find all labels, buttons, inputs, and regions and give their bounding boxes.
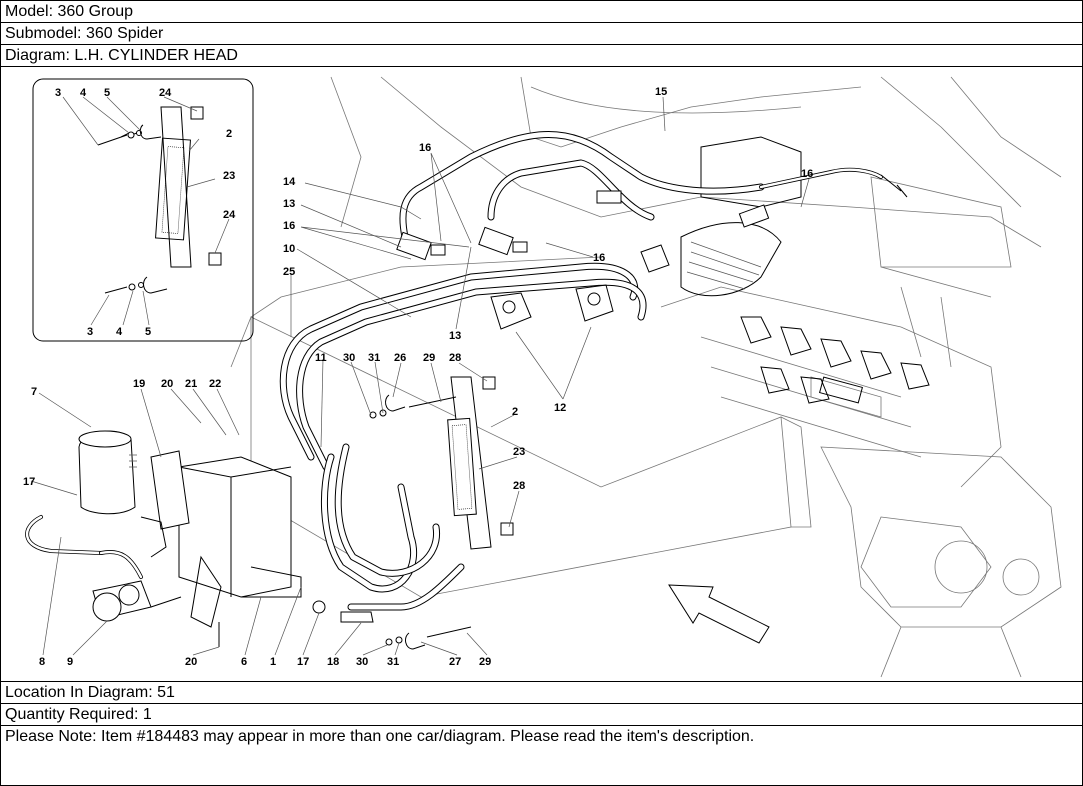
callout-number: 7: [31, 386, 37, 398]
engine-bay-outline: [230, 76, 1062, 678]
quantity-row: Quantity Required: 1: [1, 704, 1082, 726]
callout-number: 20: [161, 378, 173, 390]
leader-lines: [30, 96, 810, 656]
inset-detail: 3 4 5 24 2 23 24 3 4 5: [32, 78, 254, 342]
callout-number: 31: [368, 352, 380, 364]
submodel-row: Submodel: 360 Spider: [1, 23, 1082, 45]
right-bracket: [369, 376, 514, 650]
callout-number: 16: [419, 142, 431, 154]
inset-callout-number: 24: [223, 209, 236, 221]
callout-number: 21: [185, 378, 197, 390]
callout-number: 11: [315, 352, 327, 364]
callout-number: 30: [356, 656, 368, 668]
callout-number: 17: [23, 476, 35, 488]
callout-number: 18: [327, 656, 339, 668]
fuel-valves: [396, 174, 908, 330]
callout-number: 10: [283, 243, 295, 255]
location-row: Location In Diagram: 51: [1, 682, 1082, 704]
inset-callout-number: 5: [104, 87, 110, 99]
callout-number: 15: [655, 86, 667, 98]
engine-block: [640, 136, 930, 404]
callout-number: 28: [513, 480, 525, 492]
callout-number: 8: [39, 656, 45, 668]
callout-number: 16: [283, 220, 295, 232]
callout-number: 17: [297, 656, 309, 668]
exploded-parts-diagram: 3 4 5 24 2 23 24 3 4 5: [1, 67, 1082, 682]
callout-number: 2: [512, 406, 518, 418]
callout-number: 26: [394, 352, 406, 364]
callout-numbers: 15 16 16 14 13 16 16 10 25 13 12 11 30 3…: [23, 86, 813, 668]
inset-callout-number: 2: [226, 128, 232, 140]
model-row: Model: 360 Group: [1, 1, 1082, 23]
callout-number: 1: [270, 656, 276, 668]
callout-number: 30: [343, 352, 355, 364]
callout-number: 29: [423, 352, 435, 364]
filter-assembly: [78, 430, 374, 647]
inset-frame: [32, 78, 254, 342]
callout-number: 20: [185, 656, 197, 668]
inset-callout-number: 4: [80, 87, 87, 99]
fuel-pipes: [25, 131, 883, 611]
callout-number: 29: [479, 656, 491, 668]
callout-number: 13: [449, 330, 461, 342]
direction-arrow: [668, 584, 770, 644]
note-row: Please Note: Item #184483 may appear in …: [5, 728, 755, 745]
callout-number: 9: [67, 656, 73, 668]
inset-callout-number: 3: [55, 87, 61, 99]
inset-callout-number: 5: [145, 326, 151, 338]
diagram-drawing: 3 4 5 24 2 23 24 3 4 5: [23, 76, 1062, 678]
callout-number: 28: [449, 352, 461, 364]
diagram-title-row: Diagram: L.H. CYLINDER HEAD: [1, 45, 1082, 67]
callout-number: 13: [283, 198, 295, 210]
inset-callout-number: 23: [223, 170, 235, 182]
inset-callout-number: 3: [87, 326, 93, 338]
callout-number: 12: [554, 402, 566, 414]
callout-number: 14: [283, 176, 296, 188]
inset-callout-number: 24: [159, 87, 172, 99]
inset-callout-number: 4: [116, 326, 123, 338]
callout-number: 16: [801, 168, 813, 180]
callout-number: 22: [209, 378, 221, 390]
callout-number: 6: [241, 656, 247, 668]
callout-number: 23: [513, 446, 525, 458]
callout-number: 16: [593, 252, 605, 264]
callout-number: 25: [283, 266, 295, 278]
callout-number: 27: [449, 656, 461, 668]
callout-number: 19: [133, 378, 145, 390]
callout-number: 31: [387, 656, 399, 668]
